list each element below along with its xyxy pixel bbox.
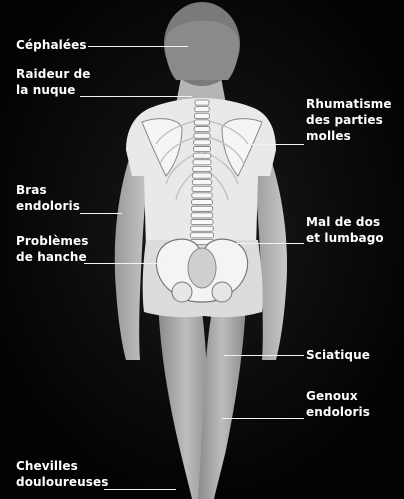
label-chevilles-douloureuses: Chevilles douloureuses — [16, 458, 109, 490]
leader-hanche — [84, 263, 170, 264]
hair-strands — [165, 21, 238, 80]
vertebra — [195, 100, 209, 105]
vertebra — [192, 200, 213, 205]
vertebra — [193, 153, 211, 158]
label-rhumatisme-des-parties-molles: Rhumatisme des parties molles — [306, 96, 392, 144]
leader-cephalees — [88, 46, 188, 47]
vertebra — [191, 219, 213, 224]
vertebra — [194, 140, 211, 145]
vertebra — [195, 113, 210, 118]
left-hip-joint — [172, 282, 192, 302]
right-hip-joint — [212, 282, 232, 302]
label-sciatique: Sciatique — [306, 347, 370, 363]
label-cephalees: Céphalées — [16, 37, 87, 53]
vertebra — [193, 146, 210, 151]
vertebra — [192, 186, 212, 191]
sacrum — [188, 248, 216, 288]
leader-mal-de-dos — [216, 243, 304, 244]
vertebra — [193, 173, 212, 178]
vertebra — [195, 107, 209, 112]
leader-sciatique — [224, 355, 304, 356]
vertebra — [191, 226, 214, 231]
vertebra — [194, 127, 210, 132]
leader-chevilles — [104, 489, 176, 490]
label-raideur-de-la-nuque: Raideur de la nuque — [16, 66, 91, 98]
vertebra — [193, 160, 211, 165]
vertebra — [190, 233, 213, 238]
label-problemes-de-hanche: Problèmes de hanche — [16, 233, 88, 265]
vertebra — [192, 193, 212, 198]
vertebra — [192, 180, 211, 185]
vertebra — [191, 206, 212, 211]
vertebra — [193, 166, 212, 171]
label-genoux-endoloris: Genoux endoloris — [306, 388, 370, 420]
vertebra — [194, 120, 209, 125]
label-bras-endoloris: Bras endoloris — [16, 182, 80, 214]
vertebra — [191, 213, 213, 218]
leader-rhumatisme — [246, 144, 304, 145]
leader-genoux — [222, 418, 304, 419]
leader-bras — [80, 213, 122, 214]
vertebra — [194, 133, 210, 138]
label-mal-de-dos-et-lumbago: Mal de dos et lumbago — [306, 214, 384, 246]
leader-raideur — [80, 96, 192, 97]
